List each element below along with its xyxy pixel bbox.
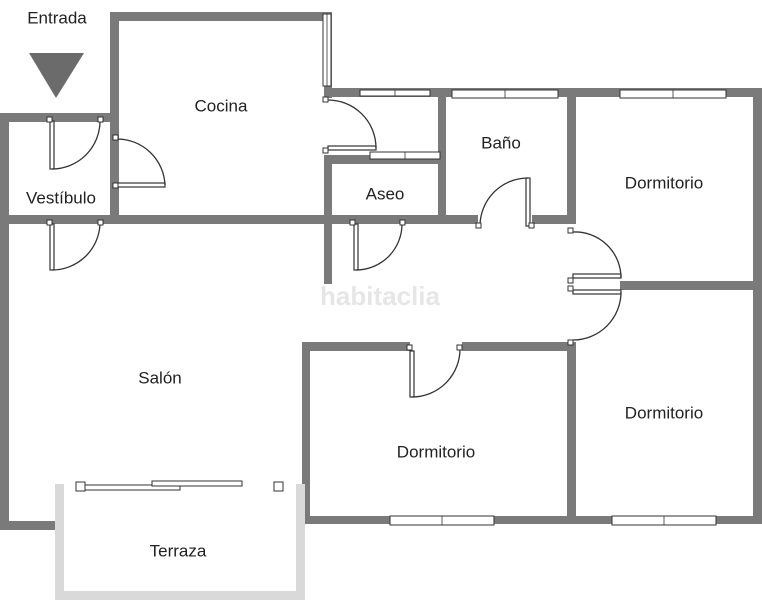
wall-kitchen-top xyxy=(110,12,332,21)
window-top-1 xyxy=(359,89,431,97)
window-bottom-dormitorio-2 xyxy=(611,515,717,526)
wall-bottom-left xyxy=(0,521,55,530)
room-label-bano: Baño xyxy=(481,133,521,152)
door-dormitorio-3 xyxy=(406,344,463,398)
triangle-down-icon xyxy=(29,53,84,98)
room-label-dormitorio-3: Dormitorio xyxy=(397,442,475,461)
window-top-dormitorio xyxy=(619,89,727,99)
room-label-cocina: Cocina xyxy=(195,96,248,115)
wall-right xyxy=(753,88,762,524)
wall-aseo-bano xyxy=(438,88,446,224)
wall-dormitorio-3-top xyxy=(302,342,410,351)
door-vestibule-salon xyxy=(46,219,104,271)
wall-left xyxy=(0,116,9,530)
wall-bano-bottom-right xyxy=(532,215,576,224)
door-dormitorio-1 xyxy=(567,227,622,284)
watermark: habitaclia xyxy=(320,281,440,311)
sliding-door-terrace xyxy=(75,480,284,492)
wall-dormitorio-divider xyxy=(567,342,576,524)
wall-bano-dormitorio xyxy=(567,88,576,224)
wall-dormitorio-3-top-right xyxy=(462,342,576,351)
room-label-aseo: Aseo xyxy=(366,184,405,203)
window-aseo-top xyxy=(369,151,441,160)
window-top-bano xyxy=(451,89,559,99)
door-aseo xyxy=(349,219,406,271)
room-label-salon: Salón xyxy=(138,368,181,387)
room-label-dormitorio-2: Dormitorio xyxy=(625,403,703,422)
terrace-walls xyxy=(55,484,305,600)
door-entrance xyxy=(46,116,104,170)
door-kitchen-right xyxy=(322,96,377,154)
windows xyxy=(75,13,727,526)
room-label-vestibulo: Vestíbulo xyxy=(26,188,96,207)
wall-vestibule-top xyxy=(0,113,118,122)
wall-dormitorio-1-2 xyxy=(620,281,762,290)
door-kitchen-vestibule xyxy=(112,134,166,189)
room-label-terraza: Terraza xyxy=(150,541,207,560)
doors xyxy=(46,96,622,398)
wall-bottom-right xyxy=(302,516,762,524)
room-label-dormitorio-1: Dormitorio xyxy=(625,173,703,192)
wall-kitchen-left xyxy=(110,12,119,224)
door-bano xyxy=(475,177,535,229)
door-dormitorio-2 xyxy=(567,285,622,346)
window-kitchen-right xyxy=(322,13,332,87)
wall-dormitorio-3-left xyxy=(302,342,310,524)
entrance-label: Entrada xyxy=(27,8,87,27)
wall-salon-top-left xyxy=(0,215,332,224)
window-bottom-dormitorio-3 xyxy=(389,515,495,526)
